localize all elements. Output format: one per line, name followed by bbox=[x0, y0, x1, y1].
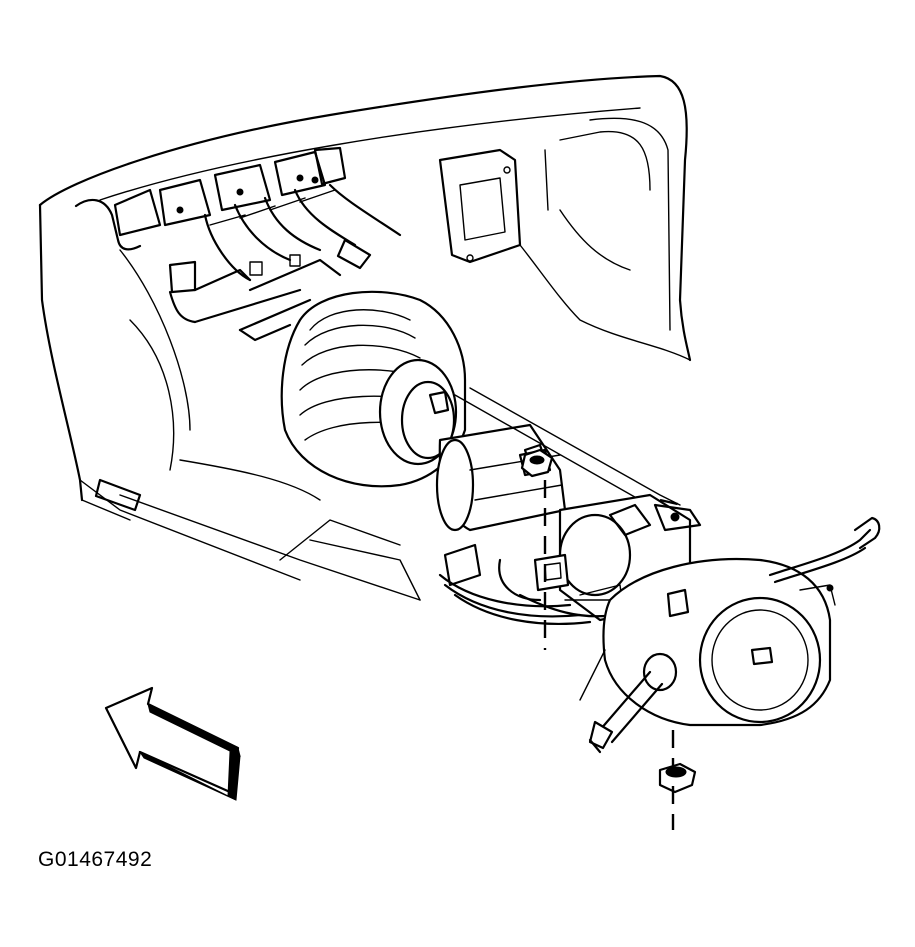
forward-arrow-icon bbox=[104, 686, 241, 801]
intermediate-shaft bbox=[193, 258, 342, 342]
dash-panel bbox=[38, 74, 692, 601]
turn-signal-lever bbox=[579, 649, 678, 754]
right-panel bbox=[438, 148, 691, 361]
steering-column-boot bbox=[280, 290, 467, 488]
lower-nut bbox=[658, 762, 697, 794]
upper-nut bbox=[520, 448, 554, 478]
upper-mounting-bracket bbox=[113, 146, 402, 324]
figure-id-label: G01467492 bbox=[38, 848, 153, 871]
alignment-lines bbox=[543, 480, 683, 830]
